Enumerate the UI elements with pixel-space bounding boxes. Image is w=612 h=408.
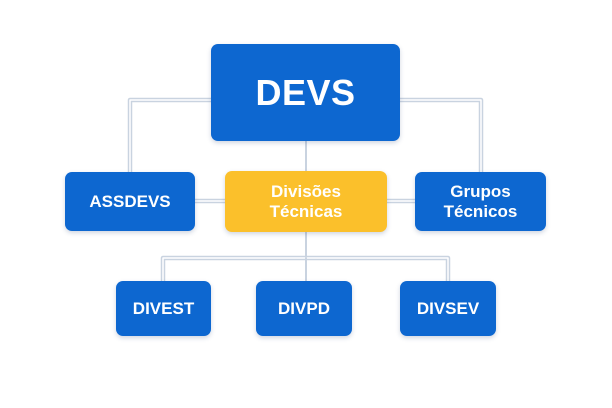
connector-root-grupos bbox=[397, 97, 484, 175]
node-divpd-label: DIVPD bbox=[278, 298, 330, 318]
connector-root-assdevs bbox=[127, 97, 214, 175]
node-divisoes-tecnicas: Divisões Técnicas bbox=[225, 171, 387, 232]
node-grupos-tecnicos: Grupos Técnicos bbox=[415, 172, 546, 231]
node-assdevs-label: ASSDEVS bbox=[89, 191, 171, 211]
node-divpd: DIVPD bbox=[256, 281, 352, 336]
node-divsev: DIVSEV bbox=[400, 281, 496, 336]
connector-root-assdevs-inner bbox=[129, 99, 212, 173]
node-divest: DIVEST bbox=[116, 281, 211, 336]
node-divsev-label: DIVSEV bbox=[416, 298, 480, 318]
node-grupos-line1: Grupos bbox=[450, 181, 511, 201]
node-divisoes-line2: Técnicas bbox=[269, 201, 343, 221]
node-divisoes-line1: Divisões bbox=[271, 181, 341, 201]
connector-root-grupos-inner bbox=[399, 99, 482, 173]
node-grupos-line2: Técnicos bbox=[443, 201, 518, 221]
node-assdevs: ASSDEVS bbox=[65, 172, 195, 231]
node-devs: DEVS bbox=[211, 44, 400, 141]
node-devs-label: DEVS bbox=[255, 71, 356, 113]
node-divest-label: DIVEST bbox=[132, 298, 195, 318]
